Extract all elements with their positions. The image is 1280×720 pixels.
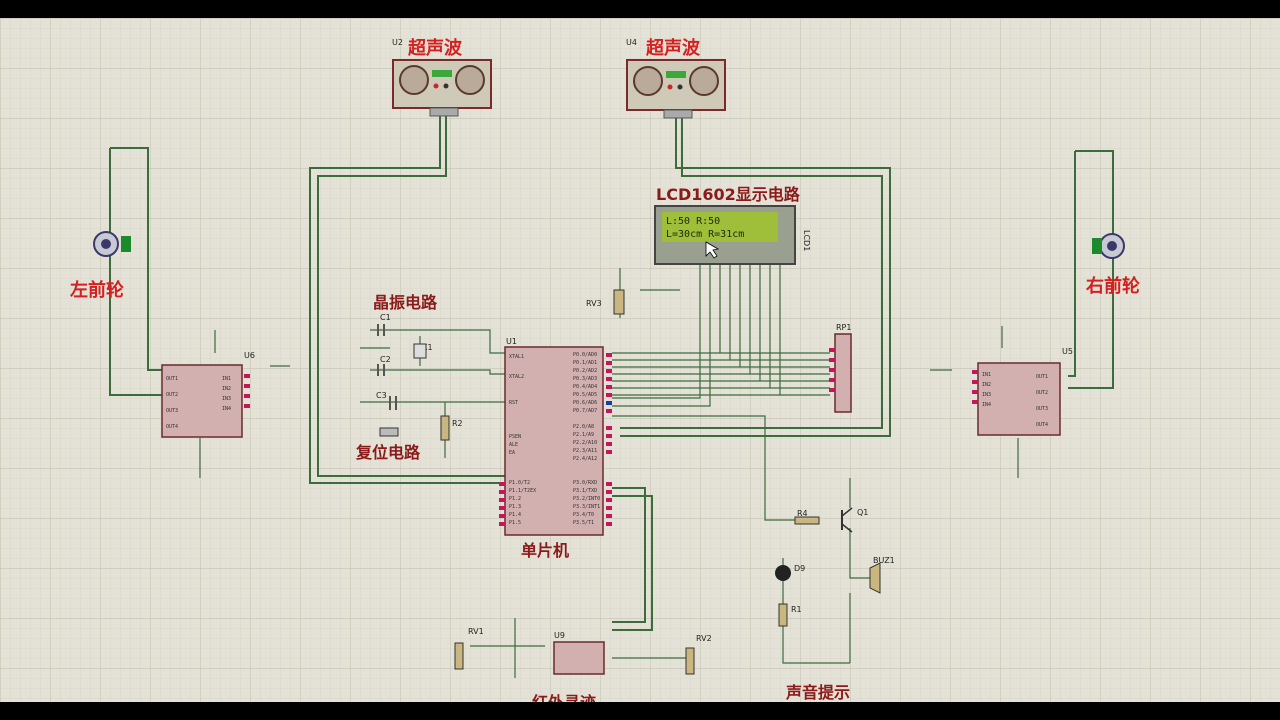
resistor-pack-rp1[interactable]: RP1 — [834, 323, 852, 413]
svg-text:XTAL2: XTAL2 — [509, 374, 524, 380]
svg-text:P1.1/T2EX: P1.1/T2EX — [509, 488, 536, 494]
svg-text:P3.1/TXD: P3.1/TXD — [573, 488, 597, 494]
svg-text:OUT3: OUT3 — [166, 408, 178, 414]
svg-text:P1.3: P1.3 — [509, 504, 521, 510]
lcd-1602-display[interactable]: LCD1602显示电路 L:50 R:50 L=30cm R=31cm LCD1 — [654, 185, 811, 265]
svg-text:XTAL1: XTAL1 — [509, 354, 524, 360]
ref-u2: U2 — [392, 38, 403, 47]
ultrasonic-sensor-right[interactable]: U4 超声波 — [626, 37, 726, 119]
svg-text:P3.0/RXD: P3.0/RXD — [573, 480, 597, 486]
lcd-line-2: L=30cm R=31cm — [666, 229, 744, 240]
svg-text:P1.4: P1.4 — [509, 512, 521, 518]
ref-rv1: RV1 — [468, 627, 484, 636]
ref-lcd1: LCD1 — [802, 230, 811, 251]
ref-c2: C2 — [380, 355, 391, 364]
mcu-u1[interactable]: U1 XTAL1 XTAL2 RST PSEN ALE EA P1.0/T2 P… — [504, 337, 604, 560]
sound-alert-circuit[interactable]: R4 Q1 BUZ1 D9 R1 声音提示 — [775, 507, 895, 702]
svg-text:IN3: IN3 — [982, 392, 991, 398]
svg-text:PSEN: PSEN — [509, 434, 521, 440]
ref-r2: R2 — [452, 419, 463, 428]
label-ultrasonic-left: 超声波 — [408, 37, 463, 59]
svg-text:P0.0/AD0: P0.0/AD0 — [573, 352, 597, 358]
svg-text:IN2: IN2 — [222, 386, 231, 392]
ref-u5: U5 — [1062, 347, 1073, 356]
svg-text:OUT2: OUT2 — [1036, 390, 1048, 396]
svg-text:P2.4/A12: P2.4/A12 — [573, 456, 597, 462]
label-lcd-title: LCD1602显示电路 — [656, 185, 801, 204]
svg-text:EA: EA — [509, 450, 515, 456]
ref-c1: C1 — [380, 313, 391, 322]
infrared-tracking-module[interactable]: U9 RV1 RV2 红外寻迹 — [454, 627, 712, 702]
label-wheel-left: 左前轮 — [70, 279, 124, 301]
label-mcu: 单片机 — [521, 541, 569, 560]
pin-markers — [244, 348, 978, 526]
svg-text:IN2: IN2 — [982, 382, 991, 388]
svg-text:OUT1: OUT1 — [166, 376, 178, 382]
label-wheel-right: 右前轮 — [1086, 275, 1140, 297]
svg-text:P2.1/A9: P2.1/A9 — [573, 432, 594, 438]
svg-text:P3.2/INT0: P3.2/INT0 — [573, 496, 600, 502]
led-d9 — [775, 565, 791, 581]
svg-text:P2.3/A11: P2.3/A11 — [573, 448, 597, 454]
ref-u6: U6 — [244, 351, 255, 360]
svg-text:P1.2: P1.2 — [509, 496, 521, 502]
wire-network — [109, 116, 1114, 678]
ref-c3: C3 — [376, 391, 387, 400]
svg-text:P2.2/A10: P2.2/A10 — [573, 440, 597, 446]
svg-text:OUT4: OUT4 — [166, 424, 178, 430]
svg-text:IN3: IN3 — [222, 396, 231, 402]
reset-circuit[interactable]: C3 R2 复位电路 — [355, 391, 463, 462]
motor-driver-u6[interactable]: U6 OUT1 OUT2 OUT3 OUT4 IN1 IN2 IN3 IN4 — [161, 351, 255, 438]
ref-q1: Q1 — [857, 508, 868, 517]
ref-buz1: BUZ1 — [873, 556, 895, 565]
svg-text:IN4: IN4 — [222, 406, 231, 412]
ref-rv2: RV2 — [696, 634, 712, 643]
svg-text:ALE: ALE — [509, 442, 518, 448]
mouse-cursor-icon — [705, 241, 720, 259]
label-sound: 声音提示 — [785, 683, 850, 702]
ref-r4: R4 — [797, 509, 808, 518]
ref-d9: D9 — [794, 564, 805, 573]
ref-r1: R1 — [791, 605, 802, 614]
svg-text:P1.5: P1.5 — [509, 520, 521, 526]
svg-text:P0.2/AD2: P0.2/AD2 — [573, 368, 597, 374]
lcd-line-1: L:50 R:50 — [666, 216, 720, 227]
motor-driver-u5[interactable]: U5 IN1 IN2 IN3 IN4 OUT1 OUT2 OUT3 OUT4 — [977, 347, 1073, 436]
ref-x1: X1 — [422, 343, 433, 352]
svg-text:P0.6/AD6: P0.6/AD6 — [573, 400, 597, 406]
label-ultrasonic-right: 超声波 — [646, 37, 701, 59]
svg-text:P3.3/INT1: P3.3/INT1 — [573, 504, 600, 510]
ref-rp1: RP1 — [836, 323, 851, 332]
svg-text:OUT1: OUT1 — [1036, 374, 1048, 380]
svg-text:P0.1/AD1: P0.1/AD1 — [573, 360, 597, 366]
svg-text:IN1: IN1 — [222, 376, 231, 382]
label-reset: 复位电路 — [355, 443, 421, 462]
label-infrared: 红外寻迹 — [532, 693, 596, 702]
ref-u9: U9 — [554, 631, 565, 640]
svg-text:P3.4/T0: P3.4/T0 — [573, 512, 594, 518]
svg-text:P1.0/T2: P1.0/T2 — [509, 480, 530, 486]
svg-text:OUT4: OUT4 — [1036, 422, 1048, 428]
svg-text:P3.5/T1: P3.5/T1 — [573, 520, 594, 526]
ultrasonic-sensor-left[interactable]: U2 超声波 — [392, 37, 492, 117]
crystal-circuit[interactable]: 晶振电路 C1 C2 X1 — [373, 293, 438, 376]
svg-text:OUT2: OUT2 — [166, 392, 178, 398]
ref-rv3: RV3 — [586, 299, 602, 308]
ref-u4: U4 — [626, 38, 637, 47]
svg-text:IN4: IN4 — [982, 402, 991, 408]
schematic-canvas[interactable]: U2 超声波 U4 超声波 LCD1602显示电路 L:50 R:50 L=30… — [0, 18, 1280, 702]
motor-right-front[interactable]: 右前轮 — [1086, 233, 1140, 297]
svg-text:IN1: IN1 — [982, 372, 991, 378]
svg-text:P0.3/AD3: P0.3/AD3 — [573, 376, 597, 382]
svg-text:P0.7/AD7: P0.7/AD7 — [573, 408, 597, 414]
motor-left-front[interactable]: 左前轮 — [70, 231, 131, 301]
label-crystal: 晶振电路 — [373, 293, 438, 312]
potentiometer-rv3[interactable]: RV3 — [586, 289, 625, 315]
ref-u1: U1 — [506, 337, 517, 346]
svg-text:P0.4/AD4: P0.4/AD4 — [573, 384, 597, 390]
svg-text:RST: RST — [509, 400, 518, 406]
svg-text:P0.5/AD5: P0.5/AD5 — [573, 392, 597, 398]
svg-text:P2.0/A8: P2.0/A8 — [573, 424, 594, 430]
svg-text:OUT3: OUT3 — [1036, 406, 1048, 412]
